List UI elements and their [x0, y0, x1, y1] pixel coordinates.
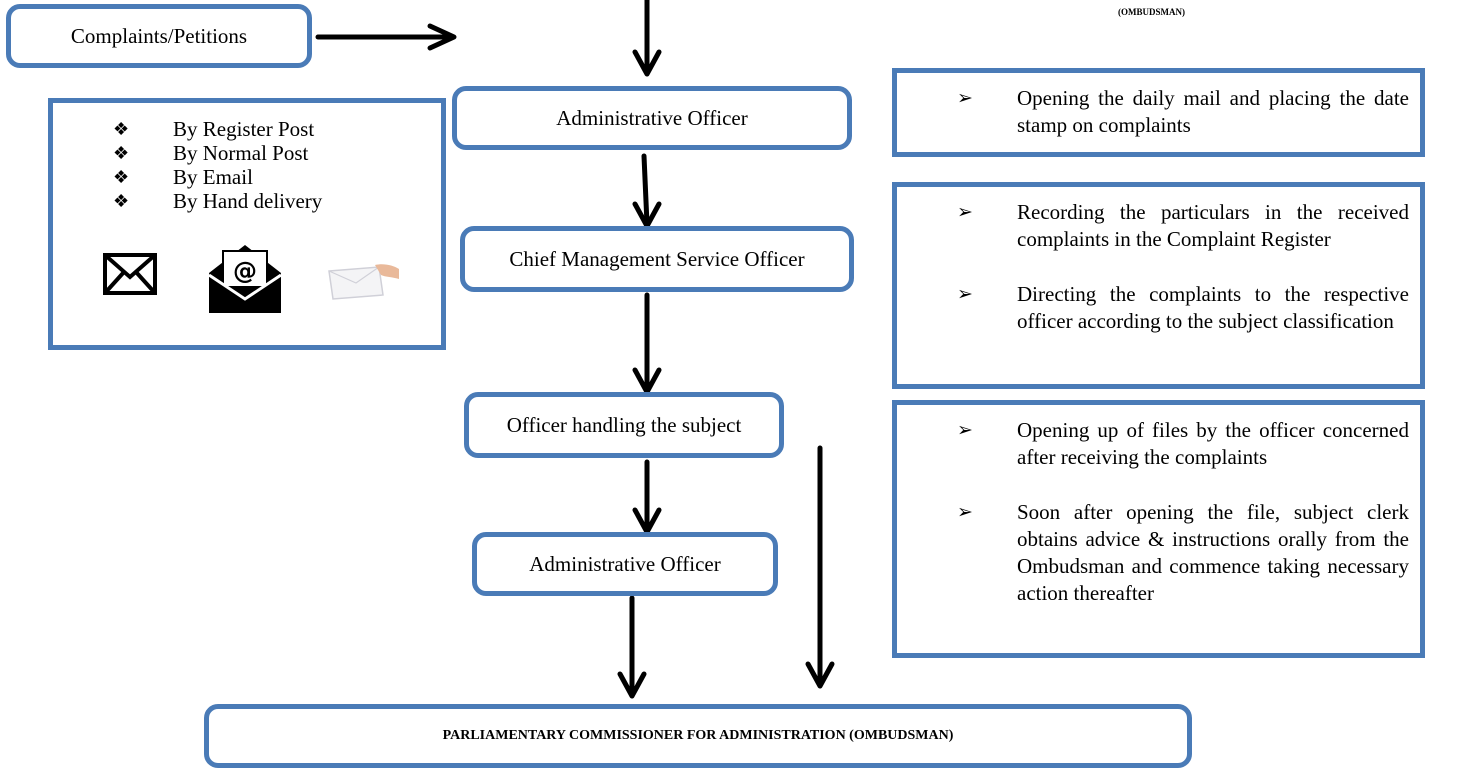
chief-management-officer-box: Chief Management Service Officer: [460, 226, 854, 292]
diamond-bullet-icon: ❖: [113, 167, 130, 187]
method-item: ❖By Hand delivery: [113, 189, 323, 213]
arrow-to-final-side: [805, 445, 835, 689]
arrow-to-admin-officer-2: [632, 459, 662, 535]
method-item: ❖By Email: [113, 165, 253, 189]
arrow-to-subject-officer: [632, 292, 662, 395]
complaints-label: Complaints/Petitions: [70, 23, 248, 48]
diamond-bullet-icon: ❖: [113, 143, 130, 163]
hand-delivery-icon: [328, 264, 399, 300]
arrow-to-admin-officer-1: [632, 0, 662, 77]
duty-box-1: ➢ Opening the daily mail and placing the…: [892, 68, 1425, 157]
svg-text:@: @: [233, 257, 257, 285]
duty-item: ➢ Soon after opening the file, subject c…: [957, 500, 1409, 605]
arrowhead-bullet-icon: ➢: [957, 202, 973, 223]
arrow-to-final-from-admin: [617, 595, 647, 699]
subject-officer-box: Officer handling the subject: [464, 392, 784, 458]
top-note: (OMBUDSMAN): [1118, 7, 1185, 17]
duty-box-3: ➢ Opening up of files by the officer con…: [892, 400, 1425, 658]
submission-methods-box: ❖By Register Post ❖By Normal Post ❖By Em…: [48, 98, 446, 350]
duty-item: ➢ Opening the daily mail and placing the…: [957, 86, 1409, 137]
arrowhead-bullet-icon: ➢: [957, 88, 973, 109]
duty-item: ➢ Recording the particulars in the recei…: [957, 200, 1409, 251]
methods-list: ❖By Register Post ❖By Normal Post ❖By Em…: [113, 117, 322, 213]
envelope-icon: [103, 253, 157, 295]
admin-officer-box-2: Administrative Officer: [472, 532, 778, 596]
complaints-box: Complaints/Petitions: [6, 4, 312, 68]
arrow-to-chief-officer: [632, 153, 662, 229]
method-item: ❖By Register Post: [113, 117, 315, 141]
method-item: ❖By Normal Post: [113, 141, 309, 165]
arrowhead-bullet-icon: ➢: [957, 502, 973, 523]
duty-item: ➢ Opening up of files by the officer con…: [957, 418, 1409, 469]
ombudsman-box: PARLIAMENTARY COMMISSIONER FOR ADMINISTR…: [204, 704, 1192, 768]
duty-box-2: ➢ Recording the particulars in the recei…: [892, 182, 1425, 389]
email-at-icon: @: [208, 245, 282, 313]
arrowhead-bullet-icon: ➢: [957, 420, 973, 441]
arrowhead-bullet-icon: ➢: [957, 284, 973, 305]
duty-item: ➢ Directing the complaints to the respec…: [957, 282, 1409, 333]
arrow-complaints: [315, 23, 457, 51]
diamond-bullet-icon: ❖: [113, 119, 130, 139]
admin-officer-box-1: Administrative Officer: [452, 86, 852, 150]
diamond-bullet-icon: ❖: [113, 191, 130, 211]
